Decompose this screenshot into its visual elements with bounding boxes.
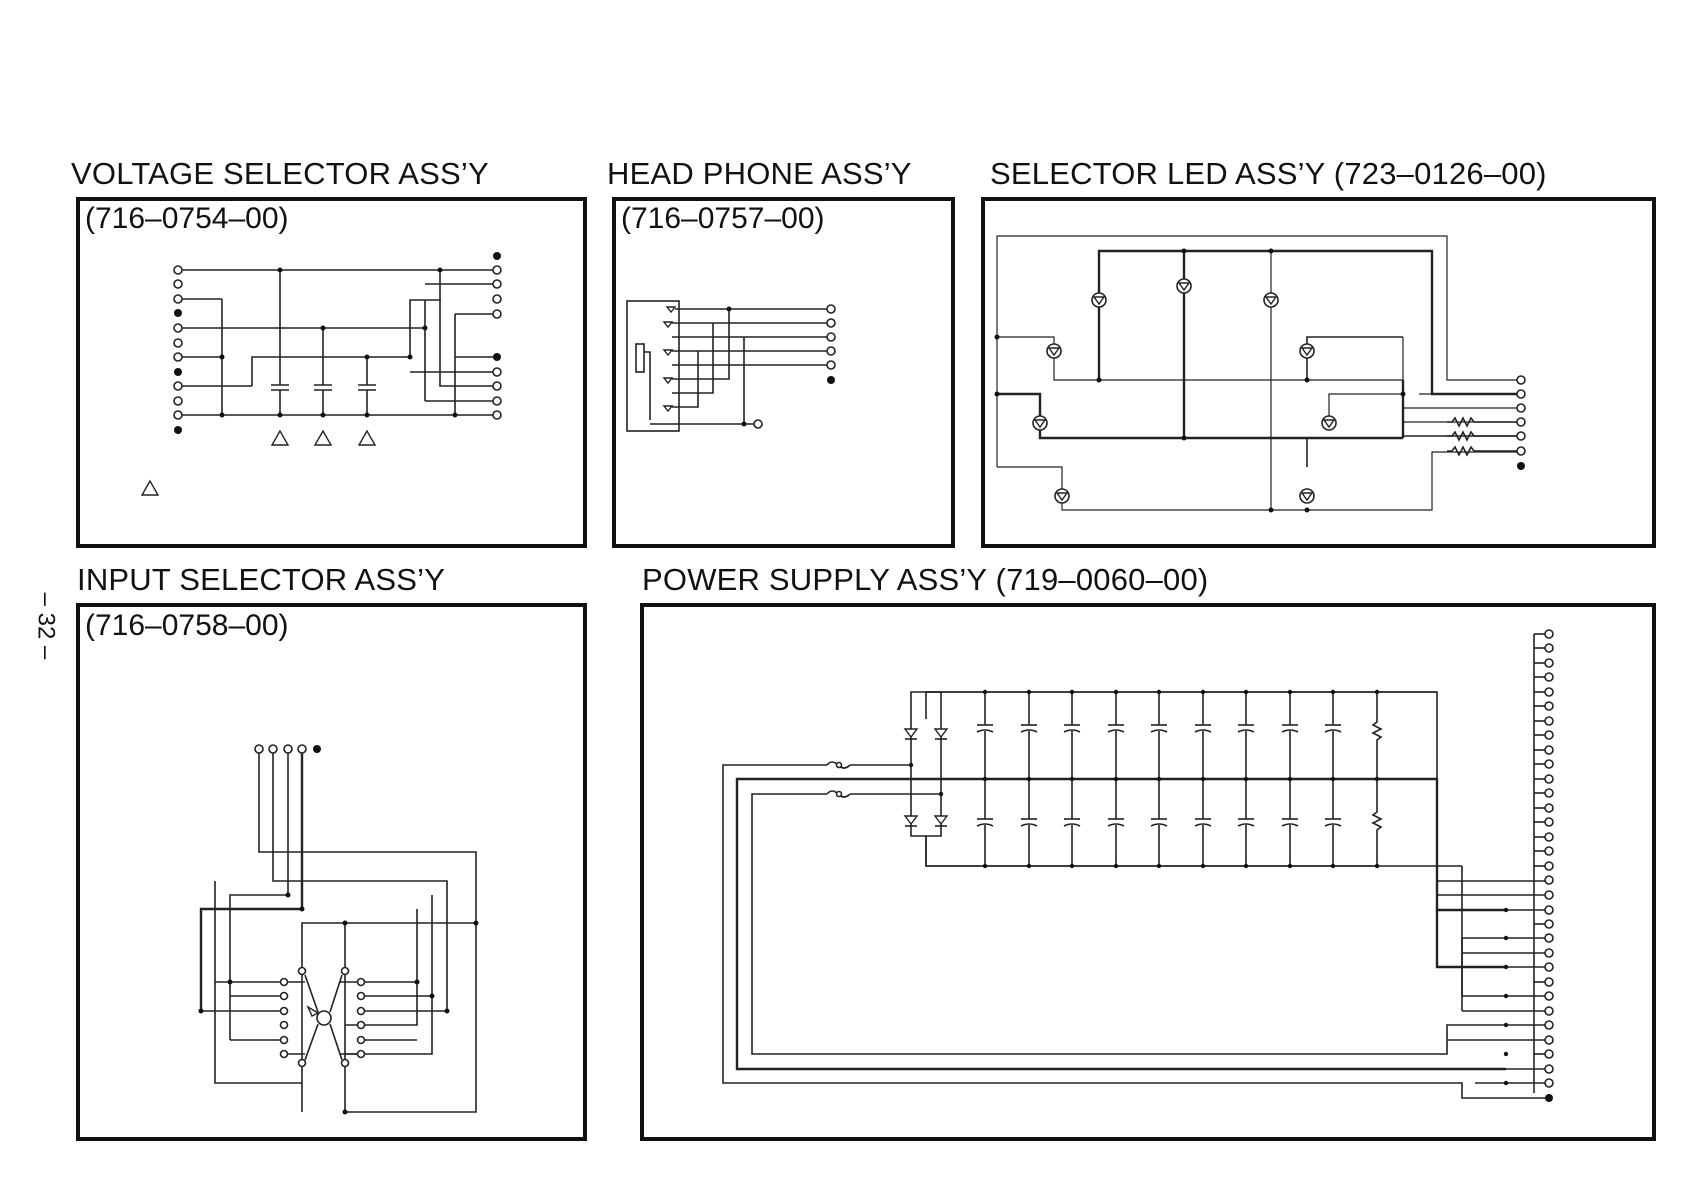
voltage-right-terminals [493,252,501,419]
filter-capacitors-upper [977,692,1381,779]
power-connector-pins [1504,630,1553,1102]
caution-triangle-icons [142,431,375,495]
input-selector-schematic [199,745,479,1115]
power-supply-schematic [723,630,1553,1102]
voltage-selector-schematic [142,252,501,495]
head-phone-schematic [627,301,835,431]
led-resistors [1447,418,1517,455]
voltage-left-terminals [174,266,182,434]
filter-capacitors-lower [977,779,1381,866]
rotary-switch-contacts [281,968,365,1067]
voltage-capacitors [271,385,376,415]
selector-led-schematic [995,236,1526,513]
